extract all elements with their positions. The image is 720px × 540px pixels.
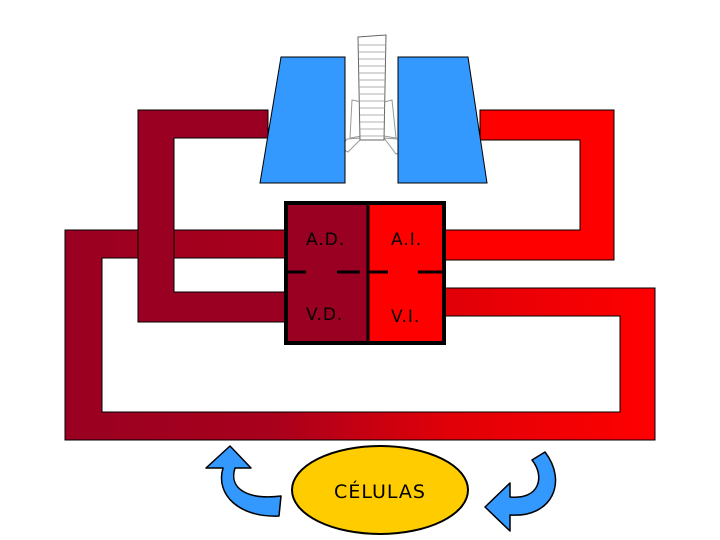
chamber-label-vi: V.I. <box>391 307 420 327</box>
chamber-label-vd: V.D. <box>306 305 343 325</box>
chamber-label-ai: A.I. <box>391 230 422 250</box>
pulmonary-circuit-venous <box>138 110 285 322</box>
right-curved-arrow <box>485 452 556 531</box>
right-lung <box>260 57 345 183</box>
trachea <box>340 35 406 154</box>
left-lung <box>398 57 487 183</box>
cells-label: CÉLULAS <box>334 480 426 503</box>
left-curved-arrow <box>206 446 281 516</box>
chamber-label-ad: A.D. <box>306 230 345 250</box>
